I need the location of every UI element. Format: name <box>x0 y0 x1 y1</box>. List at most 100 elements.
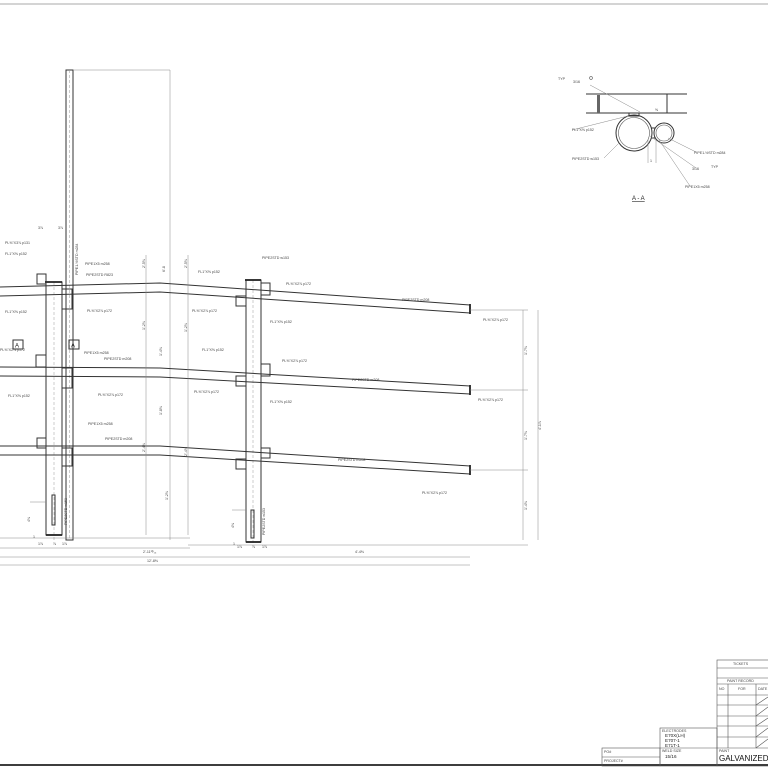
dim-label: 2'-5⅜ <box>184 259 188 268</box>
weld-symbol: 3/16 <box>573 80 580 84</box>
callout: PL⅝"X2⅞ p172 <box>87 309 112 313</box>
callout: PIPE1-½STD m284 <box>694 151 726 155</box>
rail-label: PIPE2STD m208 <box>105 437 132 441</box>
section-marker-a2-label: A <box>71 344 75 350</box>
dim-label: 4⅜ <box>231 523 235 528</box>
callout: PL⅝"X2⅞ p172 <box>478 398 503 402</box>
callout: PL⅝"X2⅞ p172 <box>98 393 123 397</box>
section-marker-a2[interactable] <box>68 339 80 350</box>
rail-label: PIPE2STD R823 <box>86 273 113 277</box>
right-post-slot <box>250 509 255 539</box>
dim-label: 3⅞ <box>38 226 43 230</box>
elevation-view: PIPE1-½STD m284 PIPE2STD w153 PIPE2STD w… <box>0 69 542 566</box>
dim-label: 4'-1⅞ <box>538 421 542 430</box>
tall-pipe-label: PIPE1-½STD m284 <box>75 243 79 275</box>
rail-bottom <box>0 437 471 475</box>
callout: FL1"X⅝ p152 <box>202 348 224 352</box>
dim-label: 1⅞ <box>262 545 267 549</box>
callout: FL1"X⅝ p152 <box>8 394 30 398</box>
dim-label: 1'-4⅜ <box>159 347 163 356</box>
title-block: TICKETS PAINT RECORD NO FOR DATE ELECTRO… <box>601 659 768 767</box>
rail-label: PIPE2STD m208 <box>104 357 131 361</box>
callout: PIPE1X5 m258 <box>685 185 710 189</box>
dim-label: 1'-2⅜ <box>142 321 146 330</box>
electrode-1: E70X(LH) <box>665 733 686 738</box>
callout: PIPE1X5 m258 <box>84 351 109 355</box>
callout: PIPE2STD w153 <box>572 157 599 161</box>
callout: FL1"X⅝ p152 <box>270 320 292 324</box>
dim-label: 1⅞ <box>38 542 43 546</box>
dim-label: 12'-8⅜ <box>147 559 158 563</box>
right-post <box>245 279 262 543</box>
paint-record-label: PAINT RECORD <box>727 679 754 683</box>
typ-label: TYP <box>558 77 566 81</box>
pipe-big <box>615 114 653 152</box>
rail-label: PIPE2STD m208 <box>338 458 365 462</box>
dim-label: 1'-2⅜ <box>184 323 188 332</box>
section-marker-a1[interactable] <box>12 339 24 350</box>
rail-label: PIPE2STD m208 <box>352 378 379 382</box>
section-marker-a1-label: A <box>15 344 19 350</box>
pipe-small <box>653 122 675 144</box>
weld-size-label: WELD SIZE <box>662 749 682 753</box>
callout: PL⅝"X2⅞ p172 <box>194 390 219 394</box>
callout: FL1"X⅝ p152 <box>572 128 594 132</box>
dim-label: 2'-4⅜ <box>184 447 188 456</box>
col-no: NO <box>719 687 725 691</box>
callout: FL1"X⅝ p152 <box>270 400 292 404</box>
rail-label: PIPE2STD m208 <box>402 298 429 302</box>
typ-label: TYP <box>711 165 719 169</box>
dim-label: 4⅜ <box>27 517 31 522</box>
weld-all-around-icon <box>589 76 593 80</box>
dim-label: 2'-11¹³⁄₁₆ <box>143 550 157 554</box>
callout: PL⅝"X2⅞ p172 <box>282 359 307 363</box>
callout: FL1"X⅝ p152 <box>5 252 27 256</box>
dim-label: 2'-4⅜ <box>142 443 146 452</box>
dim-label: 1⅞ <box>237 545 242 549</box>
dim-label: 1'-4⅜ <box>524 501 528 510</box>
section-a-a: TYP 3/16 ⅝ 1 FL1"X⅝ p152 PIPE2STD w153 P… <box>558 76 726 202</box>
callout: PL⅝"X2⅞ p172 <box>286 282 311 286</box>
left-post-slot <box>51 494 56 526</box>
col-date: DATE <box>758 687 768 691</box>
paint-value: GALVANIZED <box>719 754 768 763</box>
rail-top <box>0 273 471 314</box>
po-label: PO# <box>604 750 611 754</box>
weld-symbol: 3/16 <box>692 167 699 171</box>
dim-label: ⅞ <box>252 545 255 549</box>
right-post-label: PIPE2STD w153 <box>262 508 266 535</box>
dim-label: 1'-2⅜ <box>165 491 169 500</box>
callout: PL⅝"X2⅞ p172 <box>422 491 447 495</box>
paint-label: PAINT <box>719 749 730 753</box>
rail-middle <box>0 354 471 395</box>
dim-label: 3⅞ <box>58 226 63 230</box>
section-title: A - A <box>632 196 645 202</box>
callout: FL1"X⅝ p152 <box>5 310 27 314</box>
dim-label: 1 <box>33 535 35 539</box>
dim-label: ⅞ <box>53 542 56 546</box>
electrode-3: E71T-1 <box>665 743 680 748</box>
tickets-label: TICKETS <box>733 662 749 666</box>
dim-label: 1'-7⅜ <box>524 346 528 355</box>
electrodes-label: ELECTRODES <box>662 729 687 733</box>
callout: PL⅝"X2⅞ p172 <box>0 348 25 352</box>
dim-label: 1'-7⅜ <box>524 431 528 440</box>
dim-label: 1⅞ <box>62 542 67 546</box>
callout: PL⅝"X2⅞ p172 <box>192 309 217 313</box>
callout: FL1"X⅝ p152 <box>198 270 220 274</box>
dim-label: 4'-4⅜ <box>355 550 364 554</box>
dim-label: ⅝ <box>655 108 658 112</box>
weld-size: 15/16 <box>665 754 677 759</box>
callout: PIPE1X5 m258 <box>85 262 110 266</box>
callout: PIPE2STD w153 <box>262 256 289 260</box>
callout: PIPE1X5 m258 <box>88 422 113 426</box>
callout: PL⅝"X2⅞ p172 <box>483 318 508 322</box>
dim-label: 2'-5⅜ <box>142 259 146 268</box>
electrode-2: E707-1 <box>665 738 680 743</box>
callout: PL⅝"X3⅞ p131 <box>5 241 30 245</box>
dimension-lines <box>0 255 539 566</box>
dim-label: 6'-8 <box>162 266 166 272</box>
dim-label: 1 <box>650 159 652 163</box>
col-for: FOR <box>738 687 746 691</box>
